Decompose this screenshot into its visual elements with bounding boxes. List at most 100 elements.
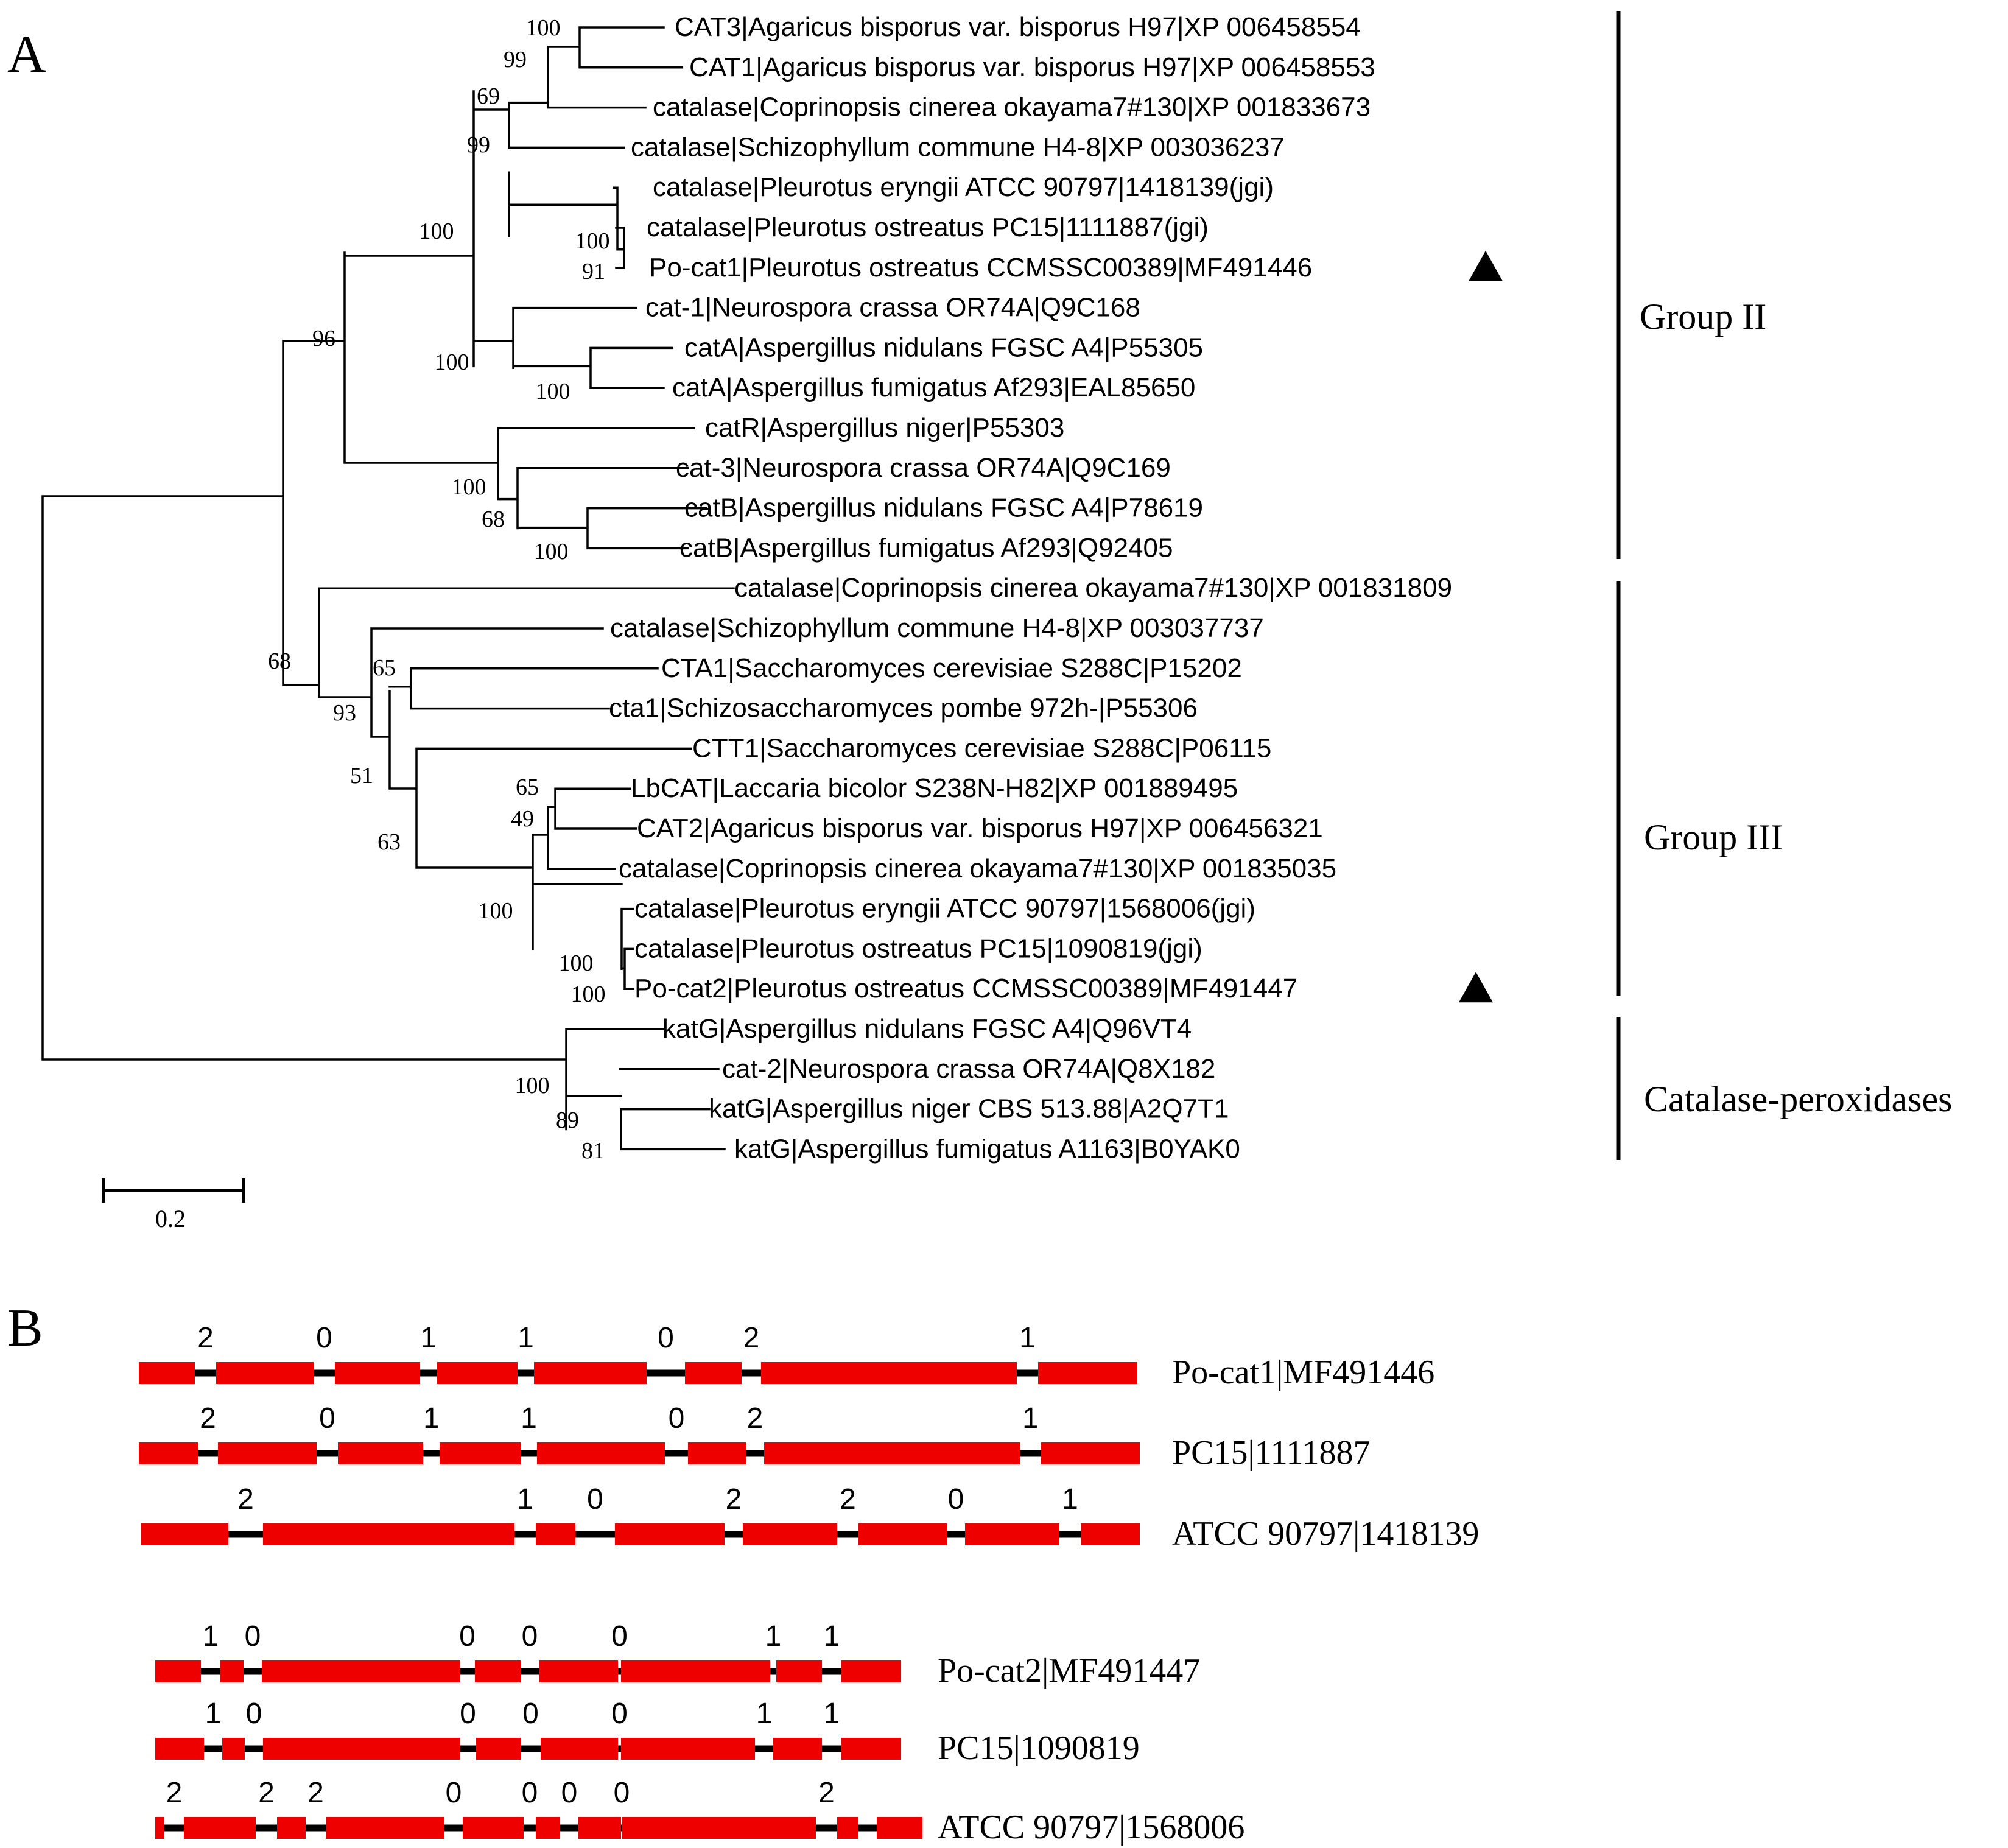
- bootstrap-value: 100: [420, 219, 454, 244]
- leaf-label: cta1|Schizosaccharomyces pombe 972h-|P55…: [609, 694, 1198, 723]
- exon: [621, 1660, 770, 1682]
- exon: [335, 1362, 420, 1384]
- bootstrap-value: 96: [312, 326, 335, 351]
- gene-name: PC15|1111887: [1172, 1434, 1370, 1472]
- exon: [141, 1523, 228, 1545]
- gene-name: PC15|1090819: [938, 1729, 1140, 1767]
- exon: [685, 1362, 742, 1384]
- intron-phase: 2: [200, 1402, 216, 1435]
- leaf-label: CTT1|Saccharomyces cerevisiae S288C|P061…: [692, 733, 1271, 763]
- intron-phase: 1: [423, 1402, 440, 1435]
- bootstrap-value: 65: [516, 775, 539, 800]
- leaf-label: catB|Aspergillus nidulans FGSC A4|P78619: [684, 493, 1203, 523]
- exon: [776, 1660, 822, 1682]
- exon: [537, 1442, 665, 1464]
- intron-phase: 2: [237, 1483, 254, 1516]
- bootstrap-value: 81: [581, 1138, 605, 1164]
- exon: [773, 1738, 822, 1760]
- bootstrap-value: 100: [479, 898, 513, 924]
- intron-phase: 0: [460, 1698, 476, 1730]
- bootstrap-value: 100: [571, 982, 606, 1007]
- intron-phase: 2: [747, 1402, 764, 1435]
- leaf-label: catalase|Pleurotus eryngii ATCC 90797|14…: [653, 172, 1274, 202]
- exon: [534, 1362, 647, 1384]
- leaf-label: catalase|Coprinopsis cinerea okayama7#13…: [653, 93, 1371, 122]
- intron-phase: 1: [518, 1322, 534, 1354]
- intron-phase: 1: [203, 1620, 219, 1653]
- bootstrap-value: 100: [452, 474, 486, 500]
- intron-phase: 0: [614, 1777, 630, 1809]
- leaf-label: katG|Aspergillus niger CBS 513.88|A2Q7T1: [709, 1094, 1229, 1124]
- tree-branches: [41, 26, 735, 1151]
- bootstrap-value: 89: [556, 1108, 579, 1133]
- exon: [222, 1738, 245, 1760]
- leaf-label: catA|Aspergillus nidulans FGSC A4|P55305: [684, 332, 1203, 362]
- exon: [743, 1523, 837, 1545]
- intron-phase: 2: [197, 1322, 214, 1354]
- bootstrap-value: 100: [536, 379, 570, 404]
- bootstrap-value: 65: [373, 655, 396, 681]
- marker-triangle-icon: [1459, 972, 1493, 1003]
- exon: [440, 1442, 521, 1464]
- leaf-label: cat-3|Neurospora crassa OR74A|Q9C169: [676, 453, 1171, 483]
- leaf-label: CAT1|Agaricus bisporus var. bisporus H97…: [689, 52, 1375, 82]
- bootstrap-value: 51: [350, 763, 373, 789]
- exon: [539, 1660, 618, 1682]
- leaf-label: catA|Aspergillus fumigatus Af293|EAL8565…: [672, 373, 1195, 402]
- exon: [621, 1738, 755, 1760]
- bootstrap-value: 100: [526, 15, 561, 41]
- intron-phase: 0: [587, 1483, 603, 1516]
- group-label: Group II: [1640, 297, 1766, 337]
- leaf-label: catalase|Pleurotus eryngii ATCC 90797|15…: [634, 894, 1255, 924]
- exon: [837, 1817, 858, 1839]
- intron-phase: 2: [258, 1777, 275, 1809]
- exon: [218, 1442, 317, 1464]
- exon: [761, 1362, 1017, 1384]
- exon: [688, 1442, 746, 1464]
- panel-a-label: A: [7, 25, 46, 84]
- intron-phase: 0: [522, 1698, 539, 1730]
- intron-phase: 1: [517, 1483, 533, 1516]
- bootstrap-value: 91: [582, 259, 605, 284]
- intron-phase: 0: [522, 1777, 538, 1809]
- intron-phase: 0: [522, 1620, 538, 1653]
- intron-phase: 0: [948, 1483, 964, 1516]
- intron-phase: 1: [521, 1402, 537, 1435]
- leaf-label: Po-cat1|Pleurotus ostreatus CCMSSC00389|…: [649, 253, 1312, 283]
- intron-phase: 1: [756, 1698, 773, 1730]
- gene-name: Po-cat2|MF491447: [938, 1652, 1200, 1690]
- scale-bar-line: [102, 1178, 245, 1203]
- bootstrap-value: 68: [482, 507, 505, 532]
- exon: [877, 1817, 922, 1839]
- bootstrap-value: 93: [333, 700, 356, 726]
- marker-triangle-icon: [1469, 250, 1503, 281]
- bootstrap-value: 63: [377, 829, 401, 855]
- intron-phase: 0: [459, 1620, 476, 1653]
- exon: [277, 1817, 306, 1839]
- leaf-label: katG|Aspergillus nidulans FGSC A4|Q96VT4: [662, 1014, 1192, 1044]
- exon: [262, 1660, 460, 1682]
- bootstrap-value: 69: [477, 83, 500, 109]
- exon: [139, 1442, 198, 1464]
- intron-phase: 1: [1019, 1322, 1036, 1354]
- exon: [965, 1523, 1059, 1545]
- leaf-label: catalase|Pleurotus ostreatus PC15|111188…: [647, 213, 1209, 242]
- exon: [437, 1362, 518, 1384]
- scale-bar-label: 0.2: [155, 1205, 186, 1232]
- exon: [475, 1660, 521, 1682]
- leaf-label: catalase|Coprinopsis cinerea okayama7#13…: [734, 573, 1452, 603]
- intron-phase: 0: [669, 1402, 685, 1435]
- intron-phase: 1: [824, 1620, 840, 1653]
- intron-phase: 1: [765, 1620, 782, 1653]
- gene-name: Po-cat1|MF491446: [1172, 1354, 1434, 1391]
- exon: [139, 1362, 195, 1384]
- exon: [338, 1442, 423, 1464]
- intron-phase: 0: [611, 1698, 628, 1730]
- intron-phase: 0: [245, 1620, 261, 1653]
